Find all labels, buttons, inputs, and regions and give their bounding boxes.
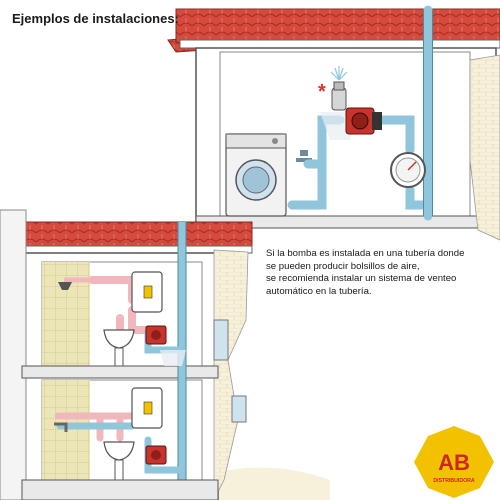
logo-text: AB <box>438 450 470 475</box>
vent-marker: * <box>318 81 326 103</box>
shower-head-icon <box>58 277 92 290</box>
wall-boiler-1 <box>131 271 163 313</box>
note-line: Si la bomba es instalada en una tubería … <box>266 248 465 259</box>
logo-subtext: DISTRIBUIDORA <box>433 478 474 484</box>
lower-house <box>0 209 253 500</box>
sink-icon-1 <box>103 329 135 367</box>
lower-circulator-pump-1 <box>144 325 186 366</box>
washing-machine <box>225 133 287 217</box>
sink-icon-2 <box>103 441 135 481</box>
upper-circulator-pump <box>345 107 382 135</box>
upper-house: * <box>167 5 500 241</box>
upper-blue-pipes <box>287 5 433 221</box>
lower-circulator-pump-2 <box>145 445 167 465</box>
ab-distribuidora-logo: AB DISTRIBUIDORA <box>414 426 494 498</box>
note-line: se pueden producir bolsillos de aire, <box>266 260 420 272</box>
venting-note: Si la bomba es instalada en una tubería … <box>266 248 498 298</box>
note-line: automático en la tubería. <box>266 285 372 297</box>
lower-roof <box>11 221 253 249</box>
wall-boiler-2 <box>131 387 163 429</box>
page-title: Ejemplos de instalaciones: <box>12 11 179 26</box>
bathtub-tap-icon <box>54 422 68 432</box>
pressure-gauge <box>390 152 426 188</box>
note-line: se recomienda instalar un sistema de ven… <box>266 273 457 285</box>
